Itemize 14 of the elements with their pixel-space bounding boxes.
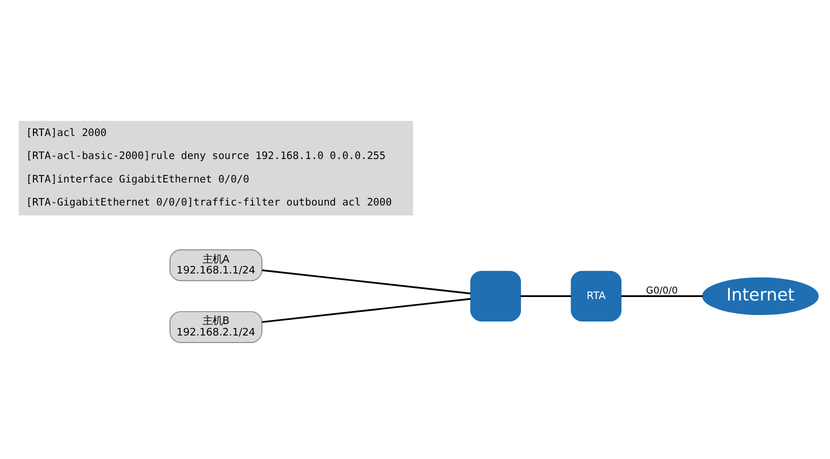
label: [RTA-acl-basic-2000]rule deny source 192.168.1.0 0.0.0.255	[26, 150, 386, 162]
node-box: 主机A 192.168.1.1/24	[170, 248, 262, 281]
connector	[262, 298, 471, 322]
label: [RTA-GigabitEthernet 0/0/0]traffic-filter outbound acl 2000	[26, 196, 392, 208]
node-box: RTA	[570, 270, 622, 321]
label: [RTA]interface GigabitEthernet 0/0/0	[26, 172, 250, 185]
node-box: 主机B 192.168.2.1/24	[170, 310, 262, 342]
label: [RTA]acl 2000	[26, 126, 107, 138]
connector	[520, 294, 572, 297]
edge-label: G0/0/0	[646, 284, 678, 296]
connector	[262, 268, 471, 294]
node-box	[470, 270, 521, 321]
node-ellipse: Internet	[702, 276, 819, 314]
connector	[621, 294, 703, 297]
